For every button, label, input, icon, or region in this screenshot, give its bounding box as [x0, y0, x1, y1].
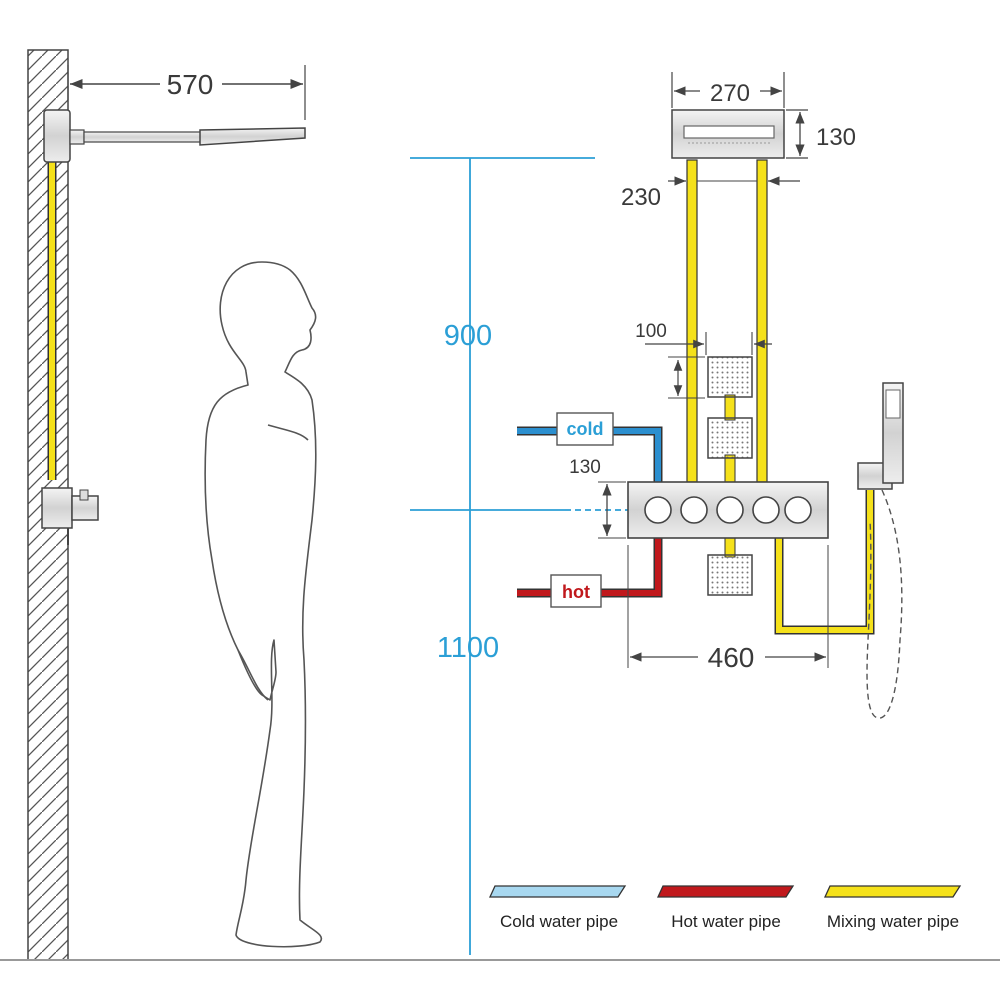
valve-knob-2 — [680, 496, 708, 524]
cold-tag-label: cold — [566, 419, 603, 439]
legend-mixing: Mixing water pipe — [823, 885, 962, 931]
wall-valve-side — [41, 487, 99, 545]
legend-cold-label: Cold water pipe — [500, 912, 618, 931]
dim-valve-height: 130 — [569, 457, 626, 539]
thermostatic-valve — [627, 481, 829, 539]
dim-jet-spacing: 100 — [635, 321, 772, 399]
hand-shower — [857, 382, 904, 719]
valve-knob-1 — [644, 496, 672, 524]
cold-water-inlet: cold — [517, 412, 663, 482]
dim-head-height: 130 — [786, 109, 856, 159]
mixing-pipes-top — [686, 159, 875, 635]
overhead-shower-front — [671, 109, 785, 159]
dim-270-label: 270 — [710, 80, 750, 107]
valve-knob-3 — [716, 496, 744, 524]
legend: Cold water pipe Hot water pipe Mixing wa… — [488, 885, 962, 931]
body-jet-2 — [707, 417, 753, 459]
human-figure — [204, 261, 323, 948]
overhead-shower-side — [43, 109, 306, 163]
dim-valve-width: 460 — [627, 545, 829, 673]
legend-hot-label: Hot water pipe — [671, 912, 781, 931]
body-jet-1 — [707, 356, 753, 398]
legend-hot: Hot water pipe — [656, 885, 795, 931]
dim-arm-length: 570 — [67, 65, 306, 120]
dim-130-valve-label: 130 — [569, 457, 601, 478]
body-jet-3 — [707, 554, 753, 596]
legend-mixing-label: Mixing water pipe — [827, 912, 959, 931]
height-1100-label: 1100 — [437, 632, 499, 664]
dim-head-width: 270 — [671, 72, 785, 108]
legend-cold: Cold water pipe — [488, 885, 627, 931]
dim-100-label: 100 — [635, 321, 667, 342]
hot-tag-label: hot — [562, 582, 590, 602]
dim-460-label: 460 — [708, 642, 755, 673]
valve-knob-5 — [784, 496, 812, 524]
body-jets — [707, 356, 753, 596]
dim-570-label: 570 — [167, 69, 214, 100]
valve-knob-4 — [752, 496, 780, 524]
dim-pipe-spacing: 230 — [621, 176, 800, 211]
height-900-label: 900 — [444, 320, 492, 352]
dim-130-head-label: 130 — [816, 124, 856, 151]
dim-230-label: 230 — [621, 184, 661, 211]
height-dimension: 900 1100 — [410, 157, 628, 955]
hot-water-inlet: hot — [517, 537, 663, 608]
